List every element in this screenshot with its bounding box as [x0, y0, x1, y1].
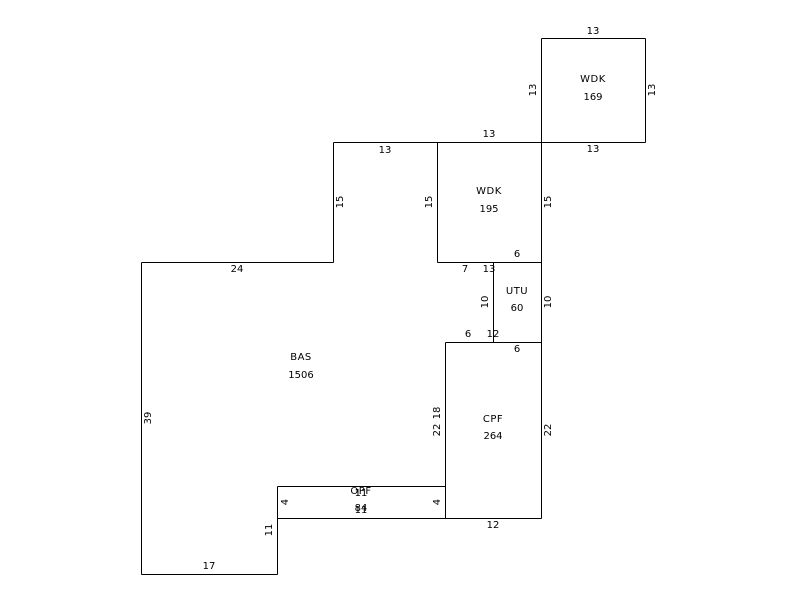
dimension-label: 18	[432, 407, 443, 420]
dimension-label: 13	[647, 84, 658, 97]
dimension-label: 15	[424, 196, 435, 209]
area-code-wdk-middle: WDK	[476, 186, 502, 197]
dimension-label: 39	[143, 412, 154, 425]
dimension-label: 13	[483, 264, 496, 275]
dimension-label: 13	[379, 145, 392, 156]
area-code-cpf: CPF	[483, 414, 503, 425]
dimension-label: 10	[480, 296, 491, 309]
overlay-label-opf-upper: 11	[355, 488, 368, 499]
dimension-label: 17	[203, 561, 216, 572]
dimension-label: 11	[264, 524, 275, 537]
area-sqft-bas: 1506	[288, 370, 313, 381]
dimension-label: 10	[543, 296, 554, 309]
area-sqft-wdk-top: 169	[583, 92, 602, 103]
dimension-label: 4	[280, 499, 291, 505]
dimension-label: 13	[528, 84, 539, 97]
dimension-label: 13	[483, 129, 496, 140]
dimension-label: 13	[587, 144, 600, 155]
area-code-bas: BAS	[290, 352, 312, 363]
overlay-label-opf-lower: 11	[355, 505, 368, 516]
wdk-top-outline	[541, 38, 646, 143]
dimension-label: 6	[514, 249, 520, 260]
dimension-label: 24	[231, 264, 244, 275]
dimension-label: 4	[432, 499, 443, 505]
area-code-utu: UTU	[506, 286, 528, 297]
dimension-label: 15	[543, 196, 554, 209]
dimension-label: 22	[543, 424, 554, 437]
dimension-label: 13	[587, 26, 600, 37]
area-sqft-wdk-middle: 195	[479, 204, 498, 215]
dimension-label: 6	[514, 344, 520, 355]
area-sqft-cpf: 264	[483, 431, 502, 442]
dimension-label: 7	[462, 264, 468, 275]
wdk-middle-outline	[437, 142, 542, 263]
cpf-outline	[445, 342, 542, 519]
area-sqft-utu: 60	[511, 303, 524, 314]
dimension-label: 12	[487, 329, 500, 340]
dimension-label: 6	[465, 329, 471, 340]
dimension-label: 12	[487, 520, 500, 531]
dimension-label: 22	[432, 424, 443, 437]
opf-outline	[277, 486, 446, 519]
area-code-opf: OPF	[350, 486, 371, 497]
dimension-label: 15	[335, 196, 346, 209]
area-code-wdk-top: WDK	[580, 74, 606, 85]
area-sqft-opf: 84	[355, 503, 368, 514]
